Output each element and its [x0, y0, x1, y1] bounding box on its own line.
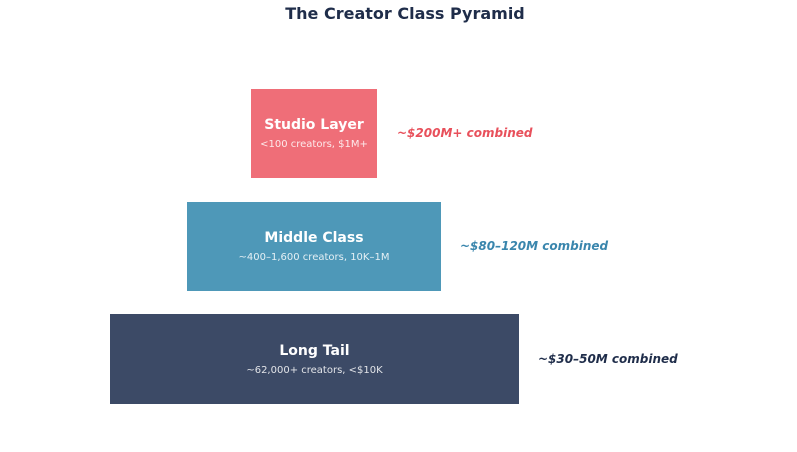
tier-name: Middle Class [264, 230, 364, 246]
tier-combined-value: ~$80–120M combined [460, 239, 609, 253]
tier-combined-value: ~$200M+ combined [397, 126, 533, 140]
tier-combined-value: ~$30–50M combined [538, 352, 678, 366]
tier-block-long-tail: Long Tail ~62,000+ creators, <$10K [110, 314, 519, 404]
tier-description: ~62,000+ creators, <$10K [246, 364, 383, 376]
tier-block-studio-layer: Studio Layer <100 creators, $1M+ [251, 89, 377, 178]
tier-description: ~400–1,600 creators, 10K–1M [238, 252, 390, 263]
tier-name: Studio Layer [264, 117, 364, 133]
tier-name: Long Tail [279, 342, 350, 359]
tier-description: <100 creators, $1M+ [260, 139, 368, 150]
diagram-title: The Creator Class Pyramid [285, 4, 525, 23]
tier-block-middle-class: Middle Class ~400–1,600 creators, 10K–1M [187, 202, 441, 291]
